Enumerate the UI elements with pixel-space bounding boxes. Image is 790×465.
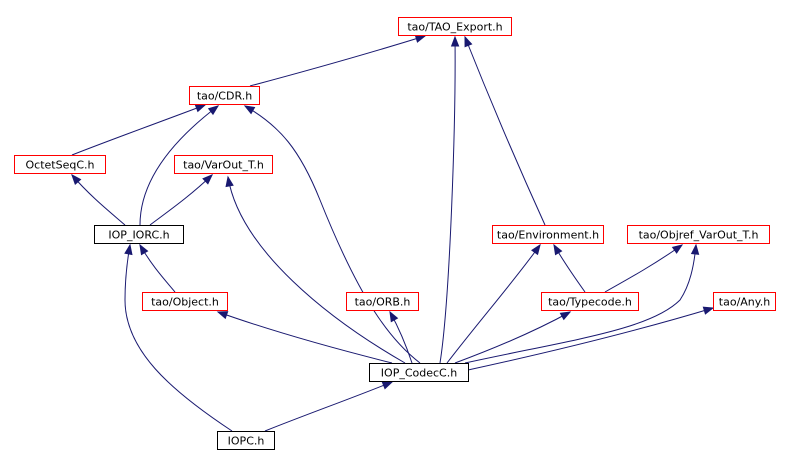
edge-line — [439, 36, 456, 364]
node-box — [369, 363, 469, 382]
node-box — [189, 86, 260, 105]
node-tao-orb[interactable]: tao/ORB.h — [346, 292, 419, 311]
edge-arrowhead — [389, 310, 399, 323]
node-label: IOPC.h — [228, 435, 265, 448]
edge-iop-codecc-to-tao-orb — [389, 310, 413, 364]
edge-line — [464, 36, 546, 226]
node-label: tao/Object.h — [151, 296, 219, 309]
edge-arrowhead — [671, 244, 684, 254]
node-tao-varout[interactable]: tao/VarOut_T.h — [174, 155, 273, 174]
edge-arrowhead — [225, 175, 234, 188]
edge-arrowhead — [464, 35, 473, 48]
edge-iop-iorc-to-octetseqc — [71, 173, 126, 226]
edge-line — [604, 244, 683, 293]
edge-line — [249, 35, 426, 87]
edge-iop-iorc-to-tao-cdr — [139, 105, 220, 226]
edge-arrowhead — [450, 35, 460, 47]
edge-line — [464, 244, 697, 364]
node-label: OctetSeqC.h — [26, 159, 95, 172]
node-tao-typecode[interactable]: tao/Typecode.h — [541, 292, 639, 311]
edge-arrowhead — [690, 243, 700, 255]
node-tao-environment[interactable]: tao/Environment.h — [492, 225, 604, 244]
edge-arrowhead — [243, 105, 256, 115]
edge-iop-iorc-to-tao-varout — [149, 174, 214, 226]
edges-layer — [71, 34, 715, 432]
node-label: tao/VarOut_T.h — [183, 159, 264, 172]
edge-arrowhead — [553, 243, 563, 256]
node-tao-object[interactable]: tao/Object.h — [142, 292, 228, 311]
edge-arrowhead — [71, 173, 82, 185]
edge-arrowhead — [702, 306, 715, 315]
edge-line — [139, 105, 219, 226]
edge-line — [227, 176, 406, 364]
node-box — [14, 155, 106, 174]
node-label: tao/Any.h — [719, 296, 770, 309]
edge-arrowhead — [124, 243, 133, 256]
node-box — [398, 17, 512, 36]
edge-iop-codecc-to-tao-cdr — [243, 105, 421, 364]
edge-arrowhead — [139, 243, 149, 256]
edge-arrowhead — [381, 381, 394, 390]
node-iop-iorc[interactable]: IOP_IORC.h — [94, 225, 184, 244]
node-tao-objref-varout[interactable]: tao/Objref_VarOut_T.h — [627, 225, 770, 244]
edge-arrowhead — [207, 105, 220, 116]
edge-arrowhead — [531, 243, 541, 256]
node-tao-any[interactable]: tao/Any.h — [713, 292, 776, 311]
node-box — [174, 155, 273, 174]
edge-tao-typecode-to-tao-environment — [553, 243, 586, 293]
edge-octetseqc-to-tao-cdr — [71, 104, 207, 156]
edge-iopc-to-iop-iorc — [124, 243, 233, 432]
edge-iop-codecc-to-tao-any — [467, 306, 715, 371]
edge-tao-environment-to-tao-export — [464, 35, 546, 226]
node-iop-codecc[interactable]: IOP_CodecC.h — [369, 363, 469, 382]
node-octetseqc[interactable]: OctetSeqC.h — [14, 155, 106, 174]
node-label: tao/Environment.h — [497, 229, 599, 242]
node-box — [492, 225, 604, 244]
edge-tao-typecode-to-tao-objref-varout — [604, 244, 684, 293]
node-label: tao/Typecode.h — [548, 296, 632, 309]
edge-line — [71, 174, 126, 226]
edge-iop-codecc-to-tao-object — [216, 311, 393, 364]
edge-tao-cdr-to-tao-export — [249, 34, 427, 87]
edge-line — [149, 174, 213, 226]
edge-iopc-to-iop-codecc — [264, 381, 394, 432]
node-label: tao/Objref_VarOut_T.h — [639, 229, 759, 242]
edge-line — [454, 311, 571, 364]
node-label: tao/TAO_Export.h — [407, 21, 502, 34]
edge-tao-object-to-iop-iorc — [139, 243, 176, 293]
edge-line — [467, 307, 714, 371]
node-label: IOP_CodecC.h — [381, 367, 457, 380]
node-label: IOP_IORC.h — [108, 229, 169, 242]
node-box — [94, 225, 184, 244]
node-tao-export[interactable]: tao/TAO_Export.h — [398, 17, 512, 36]
node-box — [346, 292, 419, 311]
edge-iop-codecc-to-tao-varout — [225, 175, 406, 364]
node-box — [713, 292, 776, 311]
edge-line — [244, 105, 421, 364]
edge-iop-codecc-to-tao-export — [439, 35, 460, 364]
edge-arrowhead — [216, 311, 229, 320]
node-box — [627, 225, 770, 244]
node-label: tao/ORB.h — [355, 296, 411, 309]
node-label: tao/CDR.h — [197, 90, 252, 103]
edge-line — [264, 381, 393, 432]
edge-iop-codecc-to-tao-objref-varout — [464, 243, 700, 364]
node-iopc[interactable]: IOPC.h — [217, 431, 275, 450]
edge-arrowhead — [202, 174, 214, 185]
edge-line — [124, 244, 233, 432]
node-box — [541, 292, 639, 311]
edge-line — [217, 311, 393, 364]
edge-line — [71, 104, 206, 156]
edge-iop-codecc-to-tao-typecode — [454, 311, 572, 364]
node-box — [142, 292, 228, 311]
node-box — [217, 431, 275, 450]
edge-arrowhead — [559, 311, 572, 321]
node-tao-cdr[interactable]: tao/CDR.h — [189, 86, 260, 105]
edge-arrowhead — [414, 34, 427, 43]
edge-line — [446, 244, 541, 364]
edge-arrowhead — [194, 104, 207, 113]
edge-iop-codecc-to-tao-environment — [446, 243, 541, 364]
